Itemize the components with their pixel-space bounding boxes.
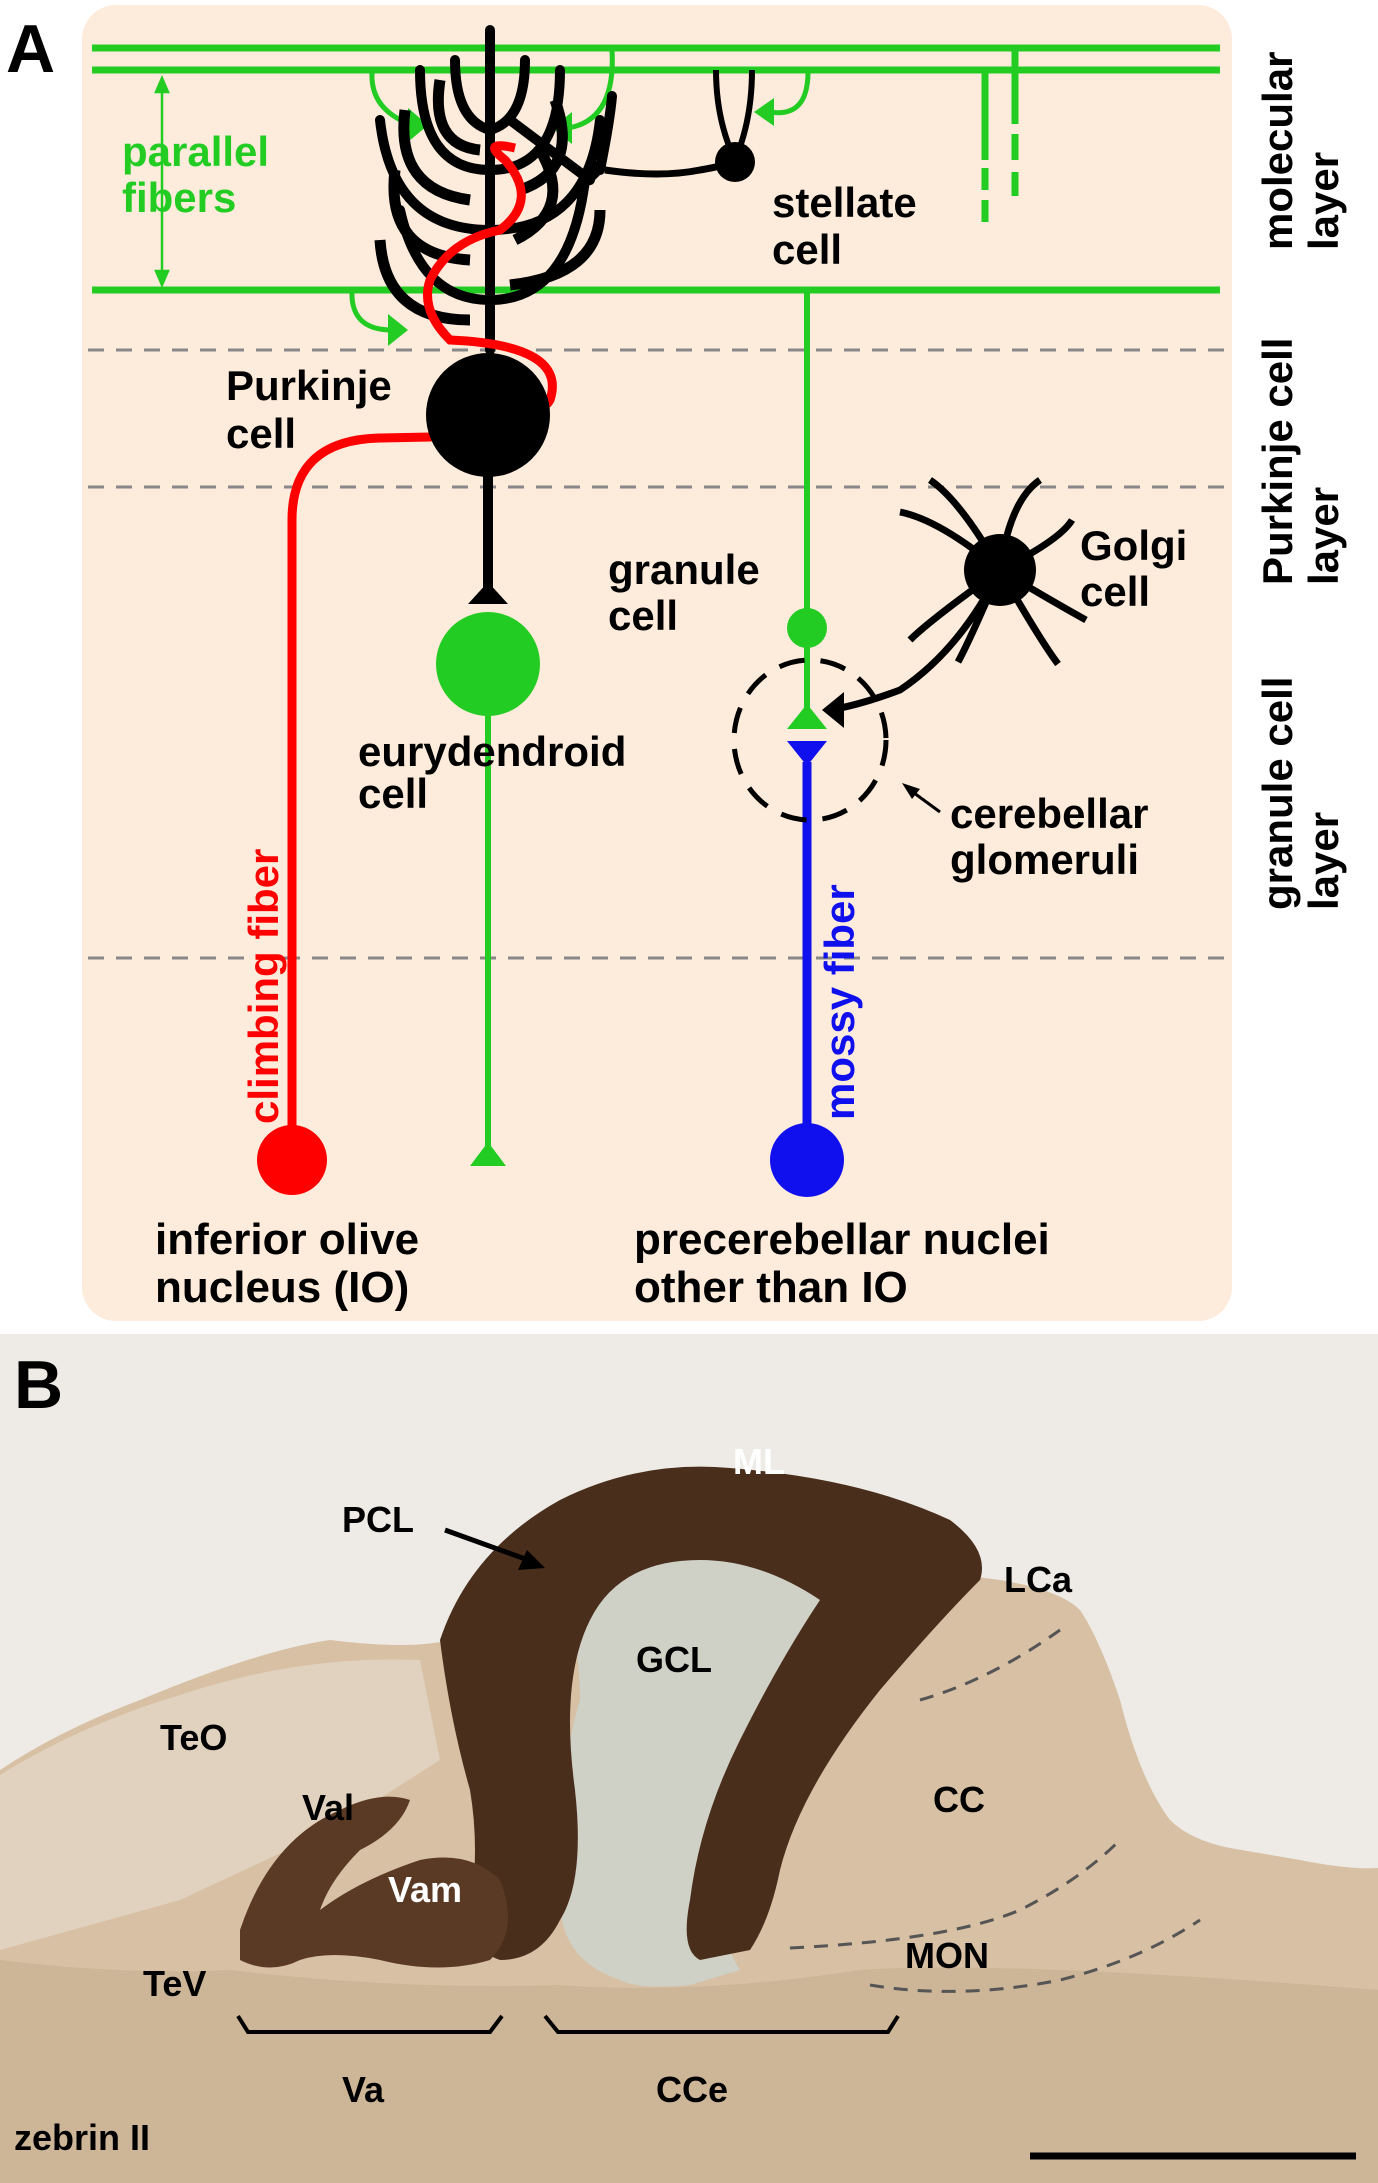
- layer-borders: [88, 348, 1228, 960]
- granule-terminal: [787, 704, 827, 729]
- gcl-region: [560, 1528, 830, 1987]
- parallel-fibers-label: parallel fibers: [122, 128, 281, 221]
- molecular-layer-arch: [440, 1466, 982, 1960]
- io-nucleus: [257, 1125, 327, 1195]
- valvula-region: [240, 1796, 508, 1968]
- cerebellar-glomerulus: [731, 657, 889, 823]
- climbing-fiber-label: climbing fiber: [240, 849, 287, 1124]
- region-boundaries: [789, 1628, 1201, 1993]
- panel-a-letter: A: [6, 11, 55, 87]
- label-teo: TeO: [160, 1717, 227, 1758]
- precerebellar-label: precerebellar nuclei other than IO: [634, 1215, 1062, 1312]
- granule-soma: [787, 608, 827, 648]
- label-pcl: PCL: [342, 1499, 414, 1540]
- purkinje-label: Purkinje cell: [226, 362, 403, 457]
- va-bracket: [236, 2014, 504, 2034]
- teo-region: [0, 1659, 440, 1950]
- pcl-arrowhead: [518, 1550, 545, 1570]
- golgi-terminal: [822, 692, 844, 728]
- purkinje-layer-label: Purkinje cell layer: [1254, 326, 1347, 585]
- label-lca: LCa: [1004, 1559, 1073, 1600]
- label-stain: zebrin II: [14, 2117, 150, 2158]
- eurydendroid-terminal: [470, 1142, 506, 1166]
- golgi-soma: [964, 534, 1036, 606]
- label-mon: MON: [905, 1935, 989, 1976]
- label-val: Val: [302, 1787, 354, 1828]
- eurydendroid-soma: [436, 612, 540, 716]
- mossy-fiber-label: mossy fiber: [816, 884, 863, 1120]
- panel-b: B ML PCL GCL LCa TeO Val Vam CC MON TeV …: [0, 1334, 1378, 2183]
- stellate-synapse-head: [589, 154, 605, 186]
- io-label: inferior olive nucleus (IO): [155, 1215, 431, 1312]
- golgi-label: Golgi cell: [1080, 522, 1199, 615]
- molecular-layer-label: molecular layer: [1254, 40, 1347, 250]
- pcl-arrow: [444, 1527, 529, 1563]
- granule-layer-label: granule cell layer: [1254, 665, 1347, 910]
- panel-b-letter: B: [14, 1347, 63, 1423]
- label-cc: CC: [933, 1779, 985, 1820]
- label-gcl: GCL: [636, 1639, 712, 1680]
- label-vam: Vam: [388, 1869, 462, 1910]
- ventral-tissue: [0, 1960, 1378, 2183]
- mossy-terminal: [787, 741, 827, 766]
- eurydendroid-label: eurydendroid cell: [358, 728, 638, 817]
- label-cce: CCe: [656, 2069, 728, 2110]
- granule-label: granule cell: [608, 546, 771, 639]
- label-ml: ML: [733, 1441, 785, 1482]
- purkinje-soma: [426, 353, 550, 477]
- stellate-label: stellate cell: [772, 179, 928, 273]
- precerebellar-nucleus: [770, 1123, 844, 1197]
- label-va: Va: [342, 2069, 385, 2110]
- purkinje-synapse: [468, 582, 508, 604]
- panel-a-background: [82, 5, 1232, 1321]
- label-tev: TeV: [143, 1963, 206, 2004]
- pf-arrow: [154, 74, 170, 289]
- panel-a: A: [6, 5, 1347, 1321]
- glomeruli-label: cerebellar glomeruli: [950, 790, 1160, 883]
- stellate-soma: [715, 142, 755, 182]
- climbing-fiber: [287, 141, 557, 1152]
- parallel-fibers: [92, 44, 1220, 294]
- glomeruli-arrowhead: [902, 783, 920, 799]
- cce-bracket: [543, 2014, 900, 2034]
